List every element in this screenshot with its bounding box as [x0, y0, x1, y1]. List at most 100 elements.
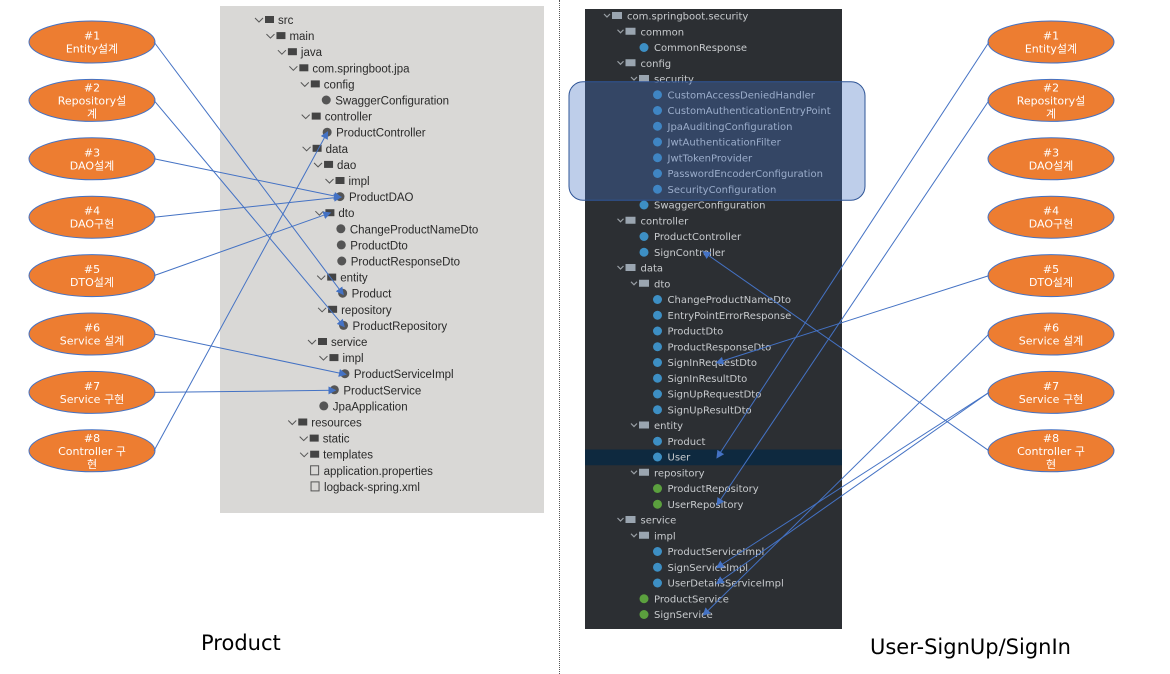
class-icon [653, 452, 662, 462]
ide-item-com-springboot-security[interactable]: com.springboot.security [603, 12, 748, 23]
ide-item-productservice[interactable]: ProductService [639, 594, 729, 605]
ide-item-productcontroller[interactable]: ProductController [639, 232, 743, 243]
ide-item-passwordencoderconfiguration[interactable]: PasswordEncoderConfiguration [653, 169, 823, 180]
ide-item-productserviceimpl[interactable]: ProductServiceImpl [653, 547, 764, 558]
ide-item-signuprequestdto[interactable]: SignUpRequestDto [653, 389, 761, 401]
ide-item-label: User [668, 453, 692, 464]
ide-item-impl[interactable]: impl [630, 531, 676, 542]
ide-item-customaccessdeniedhandler[interactable]: CustomAccessDeniedHandler [653, 90, 816, 101]
chevron-down-icon [325, 178, 334, 184]
oval-label: Service 구현 [60, 393, 124, 406]
ide-item-signinrequestdto[interactable]: SignInRequestDto [653, 358, 757, 369]
ide-item-dto[interactable]: dto [630, 279, 670, 290]
ide-item-productdto[interactable]: ProductDto [653, 326, 723, 338]
package-icon [639, 421, 649, 429]
tree-item-label: ProductService [343, 385, 421, 397]
ide-item-label: ChangeProductNameDto [668, 295, 792, 306]
oval-label: Repository설 [58, 94, 127, 107]
ide-item-entity[interactable]: entity [630, 421, 683, 432]
ide-item-signupresultdto[interactable]: SignUpResultDto [653, 405, 752, 416]
oval-label: #5 [84, 263, 100, 276]
folder-icon [310, 450, 320, 458]
ide-item-service[interactable]: service [617, 516, 677, 527]
ide-item-signservice[interactable]: SignService [639, 610, 713, 621]
chevron-down-icon [300, 82, 310, 88]
ide-item-userrepository[interactable]: UserRepository [653, 499, 744, 511]
ide-item-userdetailsserviceimpl[interactable]: UserDetailsServiceImpl [653, 578, 784, 590]
ide-item-securityconfiguration[interactable]: SecurityConfiguration [653, 184, 776, 196]
oval-label: DAO설계 [1029, 159, 1074, 172]
ide-item-jpaauditingconfiguration[interactable]: JpaAuditingConfiguration [653, 121, 792, 133]
ide-item-signinresultdto[interactable]: SignInResultDto [653, 373, 747, 385]
oval-label: Controller 구 [58, 445, 126, 458]
package-icon [625, 264, 636, 271]
tree-item-label: static [323, 434, 350, 446]
class-icon [653, 326, 662, 336]
ide-item-label: ProductRepository [668, 484, 759, 495]
tree-item-label: ProductRepository [353, 321, 448, 333]
ide-item-label: SwaggerConfiguration [654, 201, 765, 212]
ide-item-customauthenticationentrypoint[interactable]: CustomAuthenticationEntryPoint [653, 106, 831, 117]
oval-label: #2 [84, 81, 100, 94]
chevron-down-icon [266, 33, 275, 39]
mapping-arrow [702, 251, 990, 452]
tree-item-controller: controller [301, 112, 372, 124]
mapping-arrow [715, 391, 990, 585]
class-icon [653, 184, 662, 194]
package-icon [639, 279, 649, 287]
ide-item-jwtauthenticationfilter[interactable]: JwtAuthenticationFilter [653, 137, 782, 149]
oval-label: 현 [1046, 458, 1056, 471]
ide-item-label: SignService [654, 610, 713, 621]
ide-item-repository[interactable]: repository [630, 468, 705, 479]
package-icon [625, 27, 636, 35]
ide-item-product[interactable]: Product [653, 436, 706, 448]
chevron-down-icon [617, 265, 624, 270]
ide-item-security[interactable]: security [630, 75, 694, 86]
folder-icon [309, 434, 319, 442]
class-icon [653, 389, 662, 399]
ide-item-productresponsedto[interactable]: ProductResponseDto [653, 342, 771, 353]
folder-icon [335, 177, 345, 184]
tree-item-productservice: ProductService [329, 385, 421, 397]
chevron-down-icon [301, 114, 311, 120]
mapping-arrow [715, 275, 990, 365]
interface-icon [329, 385, 339, 395]
ide-item-common[interactable]: common [617, 27, 685, 38]
ide-item-commonresponse[interactable]: CommonResponse [639, 43, 748, 54]
oval-label: 계 [87, 107, 97, 120]
ide-item-productrepository[interactable]: ProductRepository [653, 484, 759, 495]
tree-item-src: src [254, 15, 294, 27]
ide-item-label: entity [654, 421, 683, 432]
mapping-arrow [715, 391, 990, 569]
chevron-down-icon [630, 281, 638, 286]
ide-item-changeproductnamedto[interactable]: ChangeProductNameDto [653, 295, 791, 306]
tree-item-label: logback-spring.xml [324, 482, 420, 494]
ide-item-swaggerconfiguration[interactable]: SwaggerConfiguration [639, 200, 766, 212]
ide-item-label: JwtTokenProvider [667, 153, 754, 164]
ide-item-config[interactable]: config [617, 59, 672, 70]
ide-item-label: dto [654, 279, 670, 290]
tree-item-label: entity [340, 273, 368, 285]
mapping-arrow [153, 386, 337, 395]
ide-item-entrypointerrorresponse[interactable]: EntryPointErrorResponse [653, 310, 791, 322]
ide-item-signserviceimpl[interactable]: SignServiceImpl [653, 562, 748, 574]
ide-item-data[interactable]: data [617, 264, 664, 275]
class-icon [653, 562, 662, 572]
ide-item-user[interactable]: User [585, 449, 842, 466]
chevron-down-icon [617, 29, 624, 34]
oval-label: Controller 구 [1017, 445, 1085, 458]
class-icon [321, 95, 331, 105]
folder-icon [328, 305, 338, 313]
package-icon [639, 531, 649, 539]
ide-item-jwttokenprovider[interactable]: JwtTokenProvider [653, 153, 753, 164]
ide-item-controller[interactable]: controller [617, 216, 690, 227]
ide-item-signcontroller[interactable]: SignController [639, 247, 726, 259]
class-icon [336, 240, 346, 250]
